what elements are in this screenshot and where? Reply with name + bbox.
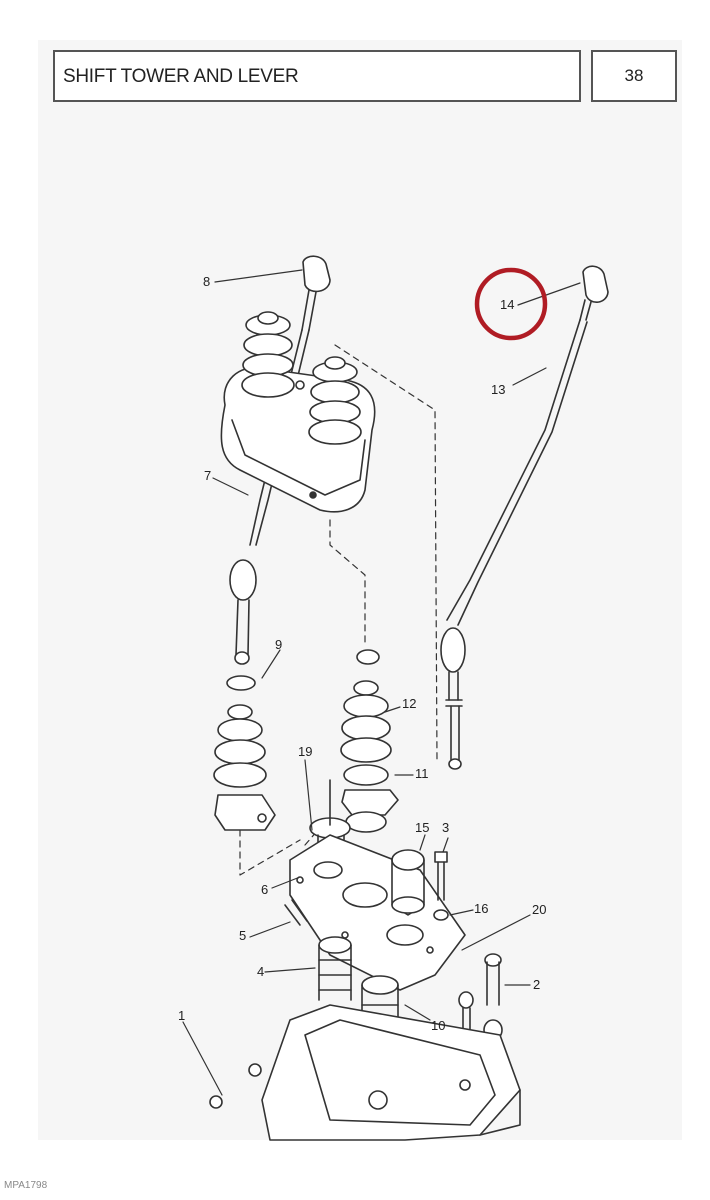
housing-1 (209, 1004, 521, 1141)
boot-bellows-2 (308, 356, 362, 445)
callout-15: 15 (415, 820, 429, 835)
callout-2: 2 (533, 977, 540, 992)
callout-8: 8 (203, 274, 210, 289)
pin-5 (284, 899, 308, 926)
lower-boot-left (213, 704, 276, 831)
callout-6: 6 (261, 882, 268, 897)
ring-upper-right (356, 649, 380, 665)
callout-7: 7 (204, 468, 211, 483)
page-number-box: 38 (591, 50, 677, 102)
callout-3: 3 (442, 820, 449, 835)
page-number: 38 (624, 66, 644, 85)
callout-5: 5 (239, 928, 246, 943)
shift-lever-right (440, 265, 609, 770)
callout-11: 11 (415, 766, 429, 781)
ring-9 (226, 675, 256, 691)
lower-boot-right (340, 680, 399, 833)
callout-16: 16 (474, 901, 488, 916)
plunger-15 (391, 849, 425, 916)
callout-12: 12 (402, 696, 416, 711)
leader-lines (182, 269, 581, 1096)
detent-assembly-4 (318, 936, 352, 1001)
callout-10: 10 (431, 1018, 445, 1033)
callout-13: 13 (491, 382, 505, 397)
callout-19: 19 (298, 744, 312, 759)
title-box: SHIFT TOWER AND LEVER (53, 50, 581, 102)
callout-14: 14 (500, 297, 514, 312)
highlight-circle (474, 267, 548, 341)
bolt-3 (433, 851, 449, 921)
callout-9: 9 (275, 637, 282, 652)
callout-20: 20 (532, 902, 546, 917)
page-title: SHIFT TOWER AND LEVER (63, 66, 299, 87)
boot-assembly (220, 311, 376, 513)
shift-lever-left (229, 255, 331, 665)
callout-1: 1 (178, 1008, 185, 1023)
callout-4: 4 (257, 964, 264, 979)
boot-bellows-1 (241, 311, 295, 398)
figure-code: MPA1798 (4, 1180, 48, 1191)
